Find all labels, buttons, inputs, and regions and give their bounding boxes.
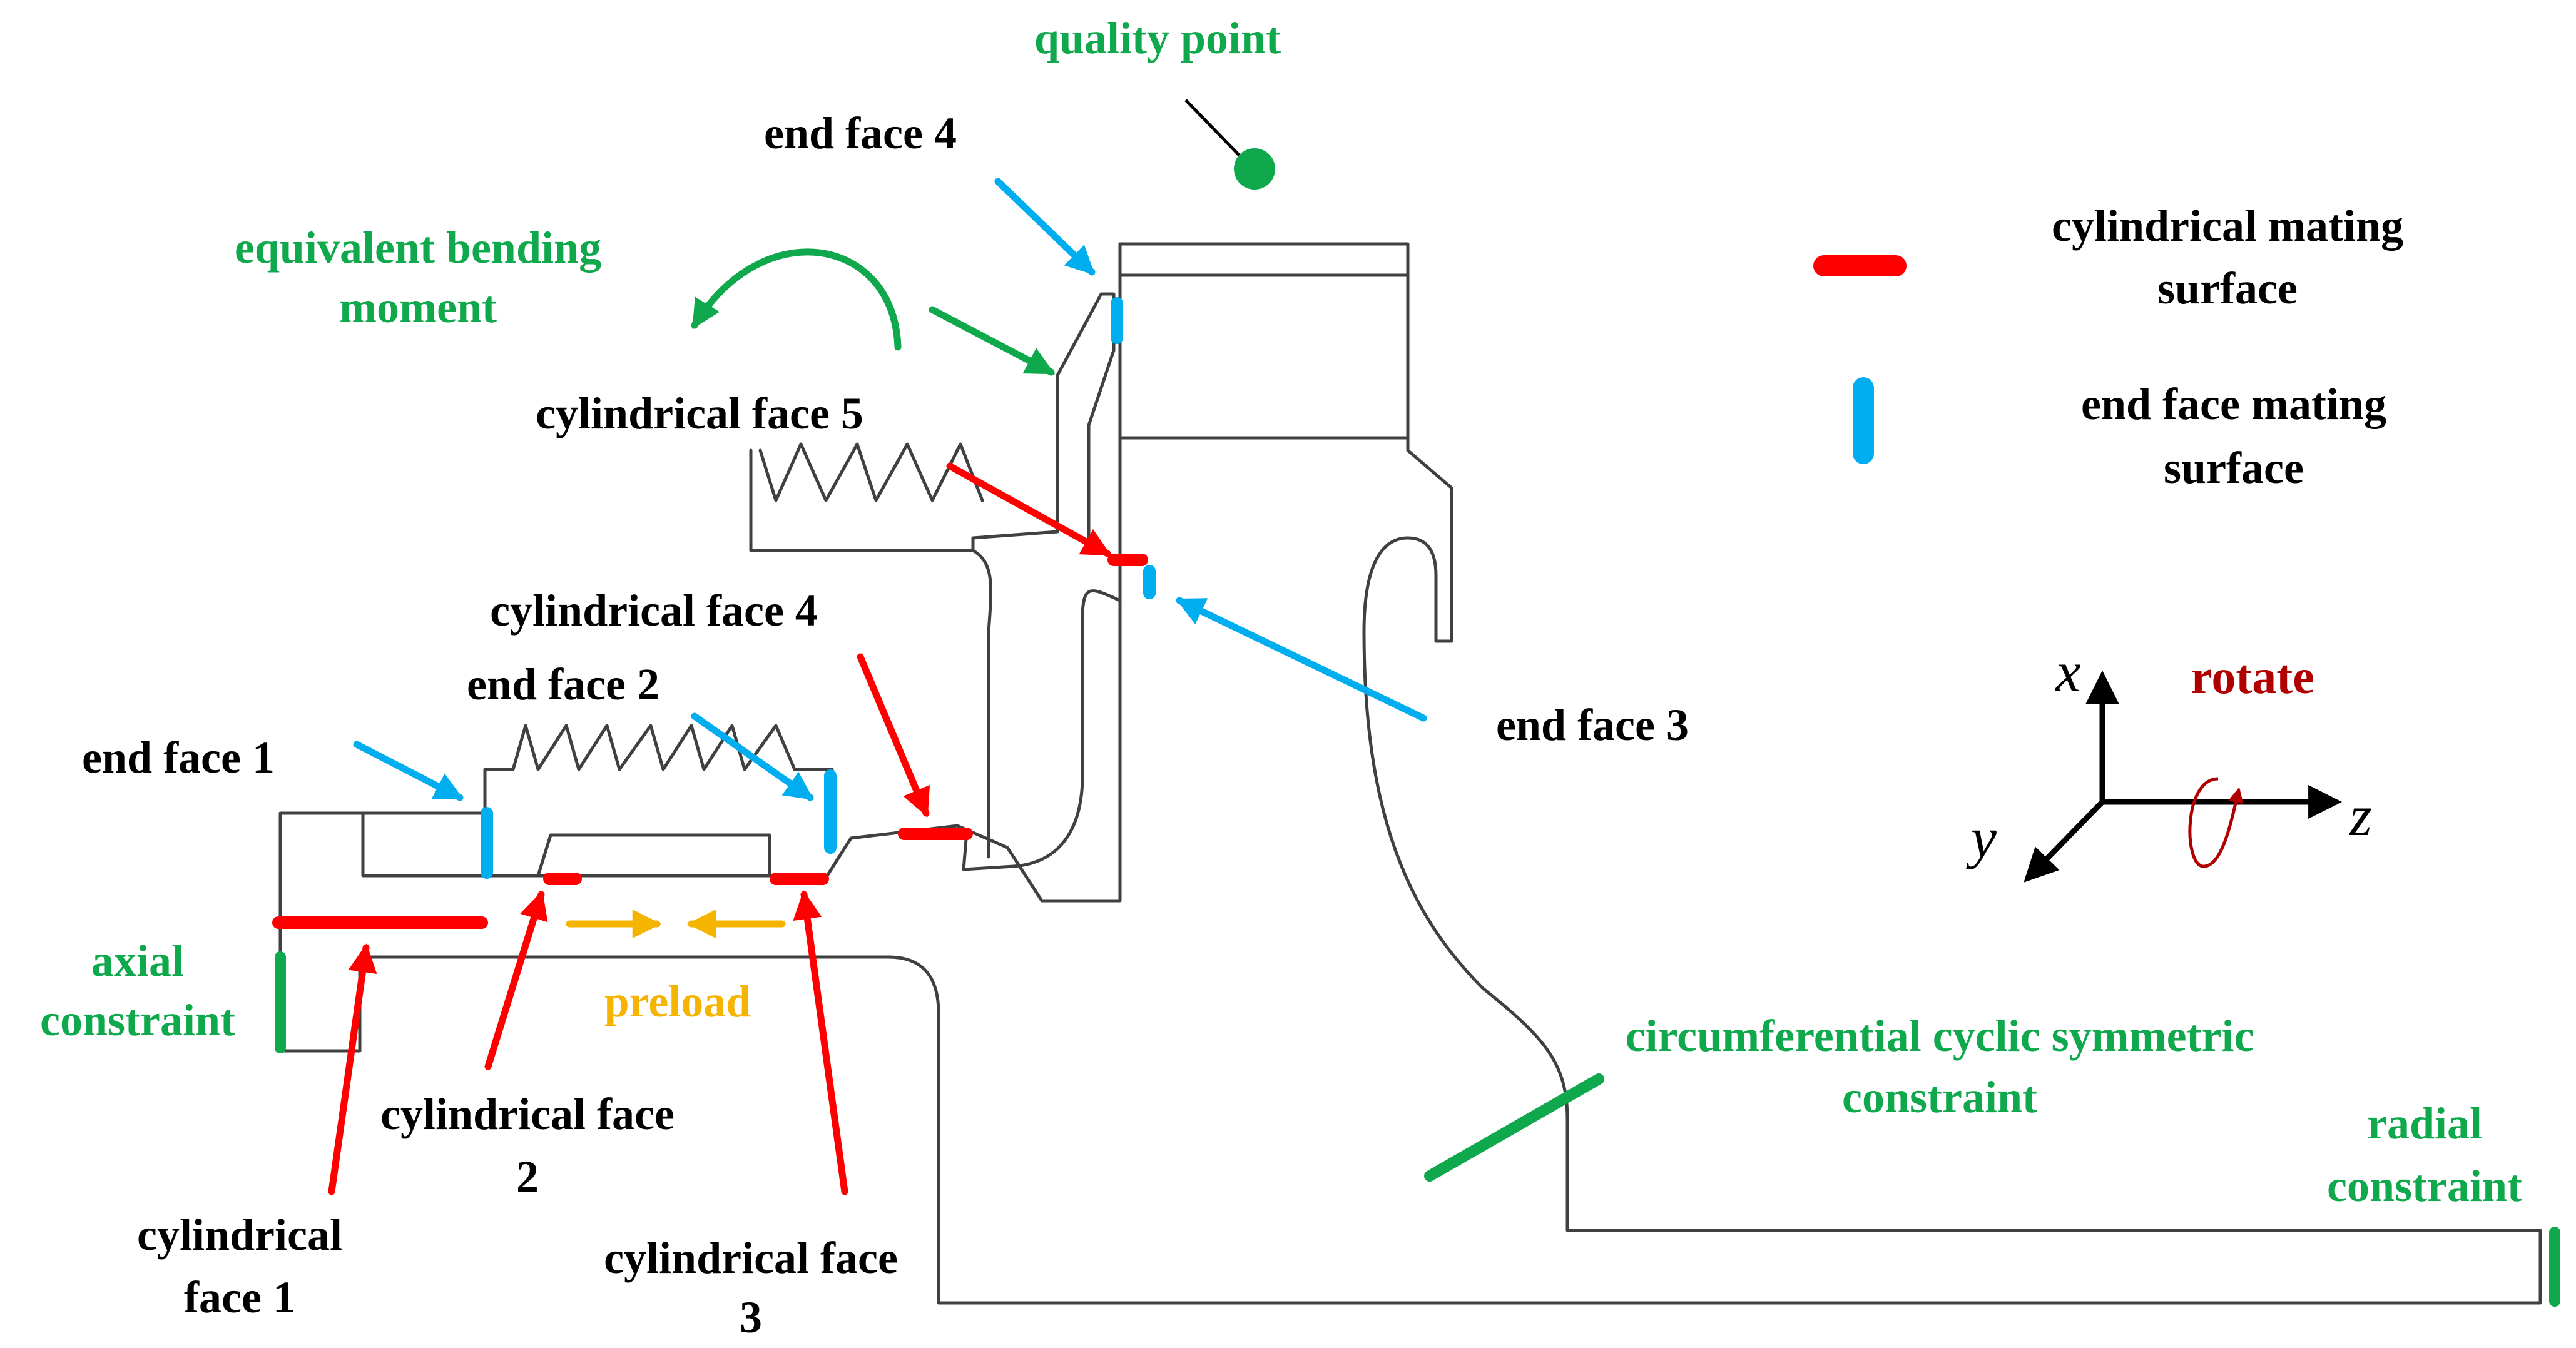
labyrinth-upper	[758, 442, 984, 502]
legend-cylindrical-line1: cylindrical mating	[2052, 201, 2403, 251]
arrow-cylindrical-face-2	[484, 890, 548, 1070]
legend-end-face-line2: surface	[2164, 443, 2304, 493]
y-axis-line	[2024, 799, 2105, 883]
filled-circle-marker	[1234, 148, 1275, 190]
label-end-face-4: end face 4	[764, 108, 957, 158]
label-cylindrical-face-1-2: face 1	[184, 1272, 295, 1322]
shaft-outline	[278, 242, 2542, 1305]
arrow-end-face-4	[994, 178, 1096, 276]
arrow-end-face-1	[353, 741, 464, 801]
arrow-end-face-2	[691, 712, 814, 801]
label-cylindrical-face-3-1: cylindrical face	[604, 1233, 898, 1283]
label-cylindrical-face-2-2: 2	[516, 1152, 539, 1202]
rim-frame	[1118, 242, 1410, 440]
label-cylindrical-face-3-2: 3	[740, 1292, 762, 1342]
arrow-cylindrical-face-5	[946, 462, 1112, 557]
label-preload: preload	[604, 976, 751, 1026]
label-cylindrical-face-5: cylindrical face 5	[536, 388, 863, 438]
arrow-cylindrical-face-3	[793, 890, 848, 1195]
bottom-flange	[278, 811, 490, 878]
label-end-face-3: end face 3	[1496, 700, 1689, 750]
structure-outline	[278, 242, 2542, 1305]
label-axial-1: axial	[91, 936, 184, 986]
quality-point-leader	[1184, 99, 1246, 163]
label-cylindrical-face-4: cylindrical face 4	[490, 585, 818, 636]
axis-y-label: y	[1966, 806, 1997, 869]
label-quality-point: quality point	[1034, 13, 1281, 63]
label-radial-1: radial	[2367, 1098, 2482, 1148]
rotate-label: rotate	[2191, 649, 2314, 704]
legend-cylindrical-line2: surface	[2157, 263, 2298, 313]
axis-triad: x y z rotate	[1966, 640, 2372, 883]
pointer-arrows	[328, 178, 1427, 1195]
label-circumferential-2: constraint	[1842, 1072, 2037, 1122]
disk-bore	[962, 589, 1122, 871]
label-cylindrical-face-2-1: cylindrical face	[380, 1089, 675, 1139]
label-end-face-1: end face 1	[82, 732, 275, 783]
legend: cylindrical mating surface end face mati…	[1813, 201, 2403, 493]
flange-arm	[749, 292, 1116, 859]
arrow-end-face-3	[1175, 597, 1427, 722]
legend-end-face-line1: end face mating	[2081, 379, 2386, 429]
rotation-arrow-icon	[2188, 777, 2244, 868]
label-radial-2: constraint	[2327, 1161, 2522, 1211]
circumferential-constraint-bar	[1424, 1073, 1604, 1182]
label-cylindrical-face-1-1: cylindrical	[137, 1210, 342, 1260]
labels: quality point end face 4 equivalent bend…	[40, 13, 2522, 1342]
label-end-face-2: end face 2	[467, 659, 659, 709]
label-equivalent-bending-2: moment	[339, 282, 497, 332]
labyrinth-lower	[483, 724, 834, 878]
spacer-block	[536, 833, 771, 878]
label-equivalent-bending-1: equivalent bending	[235, 223, 601, 273]
arrow-cylindrical-face-4	[857, 653, 930, 818]
label-axial-2: constraint	[40, 995, 235, 1045]
axis-x-label: x	[2054, 640, 2081, 704]
arrow-bending-target	[929, 306, 1056, 376]
mating-surfaces	[272, 297, 1156, 929]
arrow-cylindrical-face-1	[328, 943, 377, 1195]
axis-z-label: z	[2348, 784, 2372, 848]
label-circumferential-1: circumferential cyclic symmetric	[1626, 1011, 2254, 1061]
constraints	[275, 951, 2560, 1307]
curved-arrow-icon	[691, 248, 902, 351]
